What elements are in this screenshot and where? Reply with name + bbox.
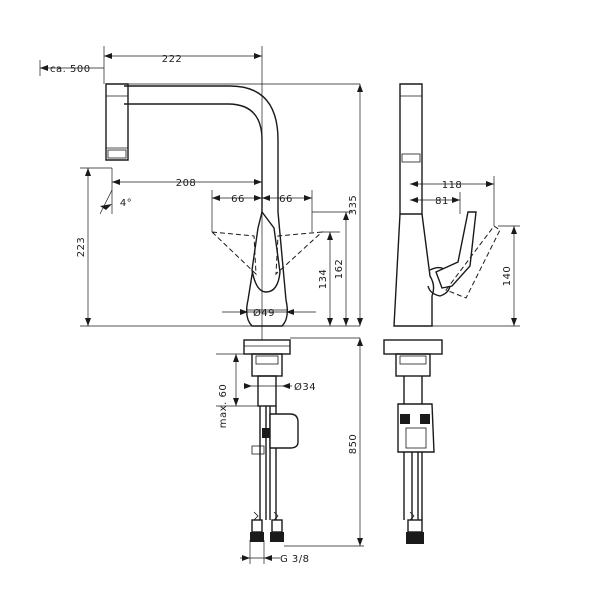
dim-208: 208 [176, 178, 197, 189]
side-lever-range [445, 225, 501, 299]
shank [251, 353, 283, 377]
dim-81: 81 [435, 196, 449, 207]
lever-range-left [210, 231, 257, 276]
dim-angle-4: 4° [120, 198, 132, 209]
dim-max-60: max. 60 [218, 384, 229, 428]
side-view [383, 83, 501, 544]
dim-ca-500: ca. 500 [50, 64, 91, 75]
dim-140: 140 [502, 266, 513, 287]
side-spout [399, 83, 423, 215]
side-body [393, 213, 435, 327]
dim-g-3-8: G 3/8 [280, 554, 310, 565]
dim-223: 223 [76, 237, 87, 258]
side-lever [435, 211, 477, 289]
dim-162: 162 [334, 259, 345, 280]
lever-range-right [275, 231, 324, 276]
pullout-head [105, 83, 129, 161]
dim-66-left: 66 [231, 194, 245, 205]
dim-dia-49: Ø49 [253, 307, 275, 319]
dim-335: 335 [348, 195, 359, 216]
spout-arm-outer [124, 85, 279, 212]
dim-118: 118 [442, 180, 463, 191]
front-dimensions: 222 ca. 500 208 66 66 4° 223 134 [39, 46, 364, 565]
side-base-plate [383, 339, 443, 355]
front-view [105, 83, 324, 542]
dim-222: 222 [162, 54, 183, 65]
dim-66-right: 66 [279, 194, 293, 205]
dim-134: 134 [318, 269, 329, 290]
base-plate [243, 339, 291, 355]
shank-lower [257, 375, 277, 407]
dim-850: 850 [348, 434, 359, 455]
lever [251, 210, 281, 293]
hose-coupling [269, 413, 299, 449]
dim-dia-34: Ø34 [294, 381, 316, 393]
side-dimensions: 118 81 140 [410, 176, 520, 327]
